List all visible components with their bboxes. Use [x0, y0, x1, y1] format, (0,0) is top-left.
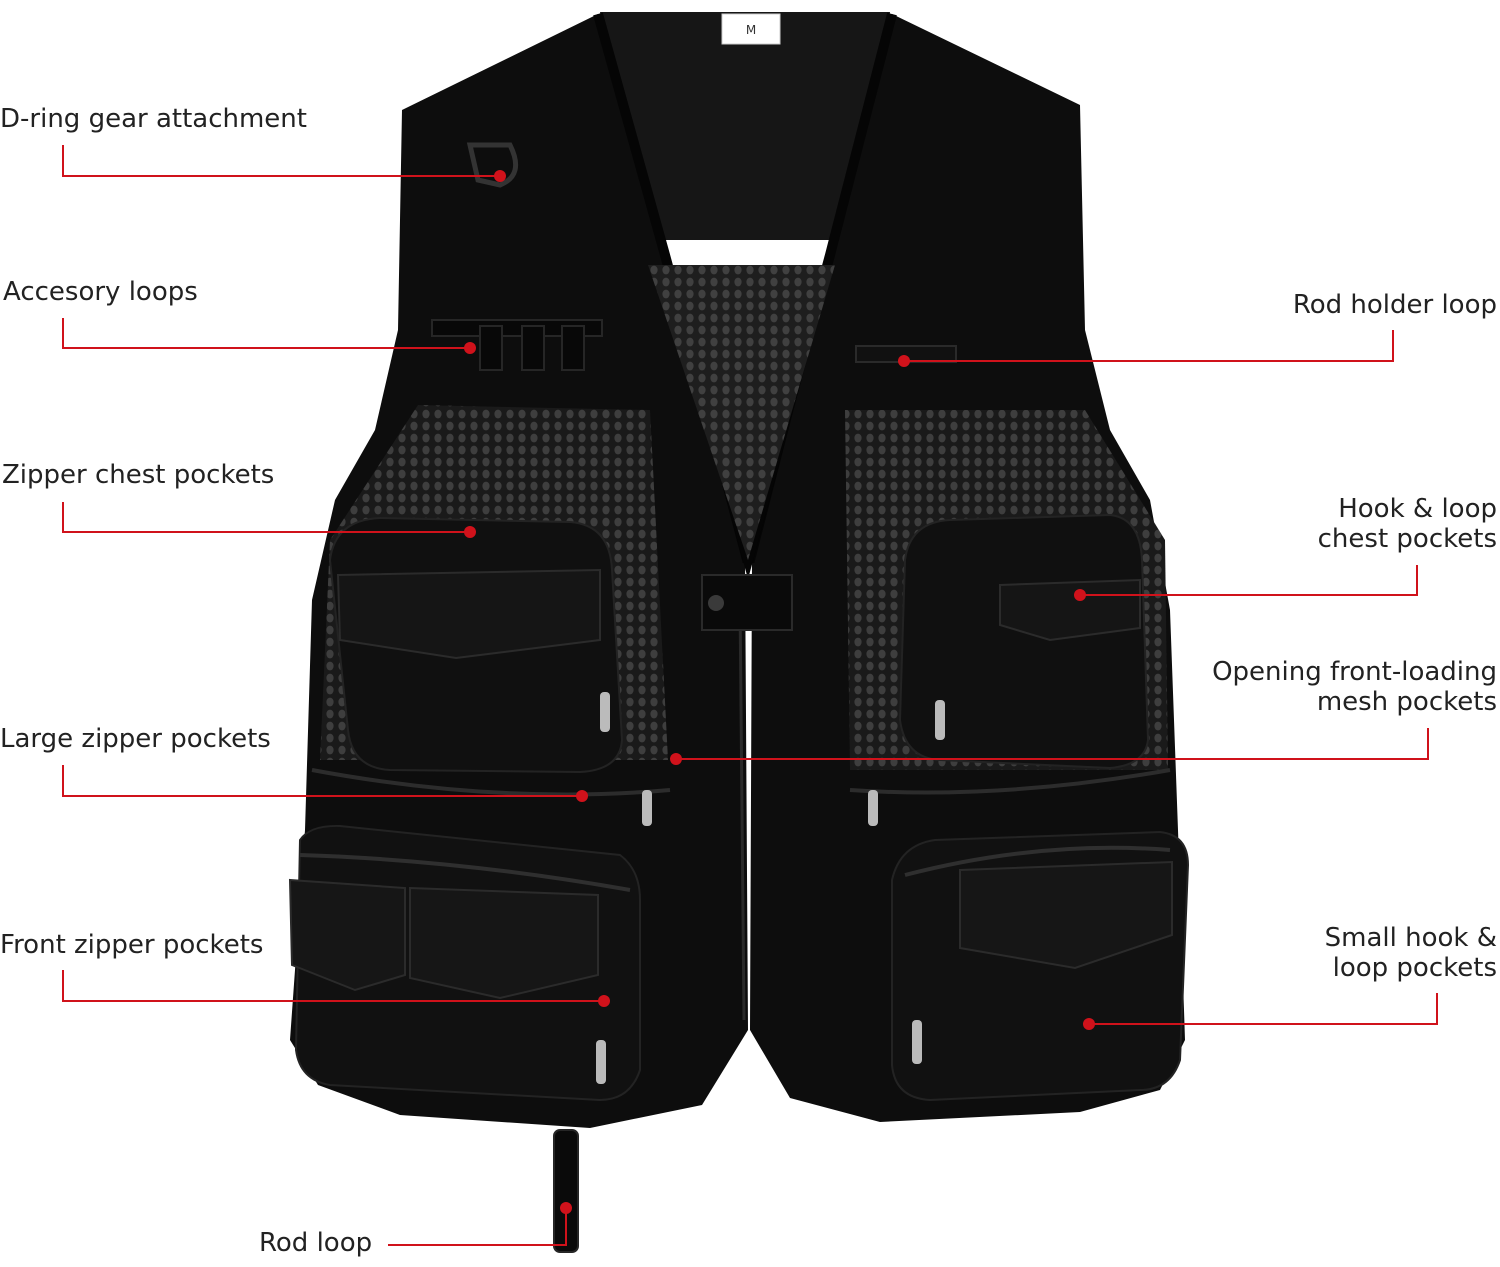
- label-accessory-loops: Accesory loops: [3, 277, 198, 307]
- leader-mesh-pockets: [676, 728, 1429, 760]
- rod-loop-strap: [553, 1129, 579, 1253]
- dot-rod-holder: [898, 355, 910, 367]
- leader-rod-loop: [388, 1208, 567, 1246]
- right-chest-pocket-flap: [999, 578, 1141, 642]
- dot-d-ring: [494, 170, 506, 182]
- left-chest-pocket-flap: [336, 568, 601, 660]
- dot-zipper-chest: [464, 526, 476, 538]
- label-mesh-pockets-line1: Opening front-loading: [1212, 657, 1497, 687]
- label-small-hook: Small hook & loop pockets: [1325, 923, 1497, 983]
- dot-small-hook: [1083, 1018, 1095, 1030]
- label-front-zipper: Front zipper pockets: [0, 930, 264, 960]
- label-small-hook-line2: loop pockets: [1332, 953, 1497, 983]
- leader-large-zipper: [62, 765, 582, 797]
- dot-front-zipper: [598, 995, 610, 1007]
- label-hook-loop-chest-line1: Hook & loop: [1338, 494, 1497, 524]
- leader-zipper-chest: [62, 502, 470, 533]
- left-front-flap-b: [409, 886, 599, 1000]
- large-zipper-seam-right: [849, 768, 1171, 795]
- accessory-loops: [431, 319, 603, 371]
- large-zipper-pull-right: [868, 790, 878, 826]
- right-front-flap: [959, 860, 1173, 970]
- right-chest-pocket: [898, 513, 1150, 770]
- leader-small-hook: [1089, 993, 1438, 1025]
- label-rod-holder: Rod holder loop: [1292, 290, 1497, 320]
- large-zipper-pull-left: [642, 790, 652, 826]
- right-front-zipper-pull: [912, 1020, 922, 1064]
- leader-rod-holder: [904, 330, 1394, 362]
- label-hook-loop-chest-line2: chest pockets: [1317, 524, 1497, 554]
- label-mesh-pockets: Opening front-loading mesh pockets: [1212, 657, 1497, 717]
- leader-front-zipper: [62, 970, 604, 1002]
- left-front-pocket-zip: [299, 853, 631, 892]
- dot-mesh-pockets: [670, 753, 682, 765]
- label-rod-loop: Rod loop: [259, 1228, 373, 1258]
- dot-accessory-loops: [464, 342, 476, 354]
- label-d-ring: D-ring gear attachment: [0, 104, 307, 134]
- left-front-flap-a: [288, 878, 406, 992]
- size-tag: [721, 13, 781, 45]
- center-mesh-holes: [648, 265, 835, 560]
- left-front-zipper-pull: [596, 1040, 606, 1084]
- size-tag-text: M: [746, 23, 756, 37]
- label-mesh-pockets-line2: mesh pockets: [1316, 687, 1497, 717]
- label-zipper-chest: Zipper chest pockets: [2, 460, 275, 490]
- leader-hook-loop-chest: [1080, 565, 1418, 596]
- large-zipper-seam-left: [311, 768, 671, 797]
- leader-accessory-loops: [62, 318, 470, 349]
- snap-button: [708, 595, 724, 611]
- left-chest-zipper-pull: [600, 692, 610, 732]
- dot-hook-loop-chest: [1074, 589, 1086, 601]
- label-large-zipper: Large zipper pockets: [0, 724, 271, 754]
- right-chest-zipper-pull: [935, 700, 945, 740]
- zipper-line: [738, 599, 746, 1021]
- dot-rod-loop: [560, 1202, 572, 1214]
- label-small-hook-line1: Small hook &: [1324, 923, 1497, 953]
- d-ring: [466, 142, 519, 188]
- vest: M: [288, 12, 1190, 1253]
- right-front-pocket-zip: [904, 845, 1171, 877]
- callout-dots: [464, 170, 1095, 1214]
- vest-back-panel: [600, 12, 890, 240]
- callout-leaders: [62, 145, 1438, 1246]
- leader-d-ring: [62, 145, 500, 177]
- dot-large-zipper: [576, 790, 588, 802]
- label-hook-loop-chest: Hook & loop chest pockets: [1318, 494, 1497, 554]
